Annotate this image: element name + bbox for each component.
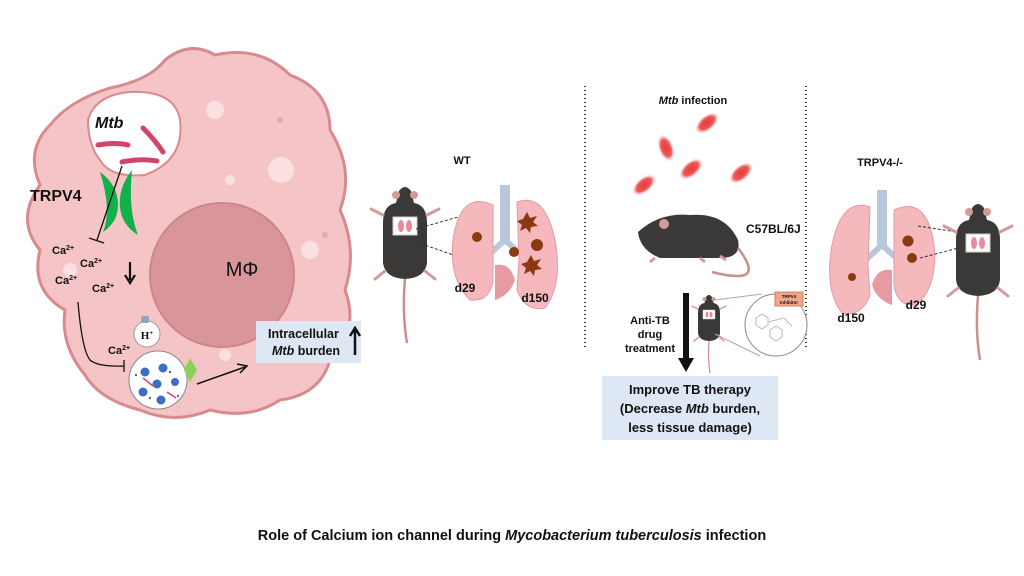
day-150-label: d150	[521, 291, 549, 305]
strain-label: C57BL/6J	[746, 222, 801, 236]
svg-text:less tissue damage): less tissue damage)	[628, 420, 752, 435]
svg-text:Intracellular: Intracellular	[268, 327, 339, 341]
lesion	[907, 253, 917, 263]
inhibition-line	[77, 301, 125, 372]
ko-label: TRPV4-/-	[857, 157, 903, 169]
svg-text:drug: drug	[638, 329, 662, 341]
day-29-label: d29	[906, 298, 927, 312]
green-marker-icon	[184, 358, 197, 382]
lesion	[472, 232, 482, 242]
inhibition-line	[88, 165, 123, 244]
lesion	[509, 247, 519, 257]
mouse-top-view-icon	[369, 185, 441, 345]
nucleus-label: MΦ	[226, 259, 259, 281]
lesion	[521, 255, 542, 276]
wt-label: WT	[453, 155, 470, 167]
treated-mouse-icon	[691, 294, 727, 374]
result-box: Improve TB therapy (Decrease Mtb burden,…	[602, 376, 778, 440]
lesion	[531, 239, 543, 251]
wt-panel: WT d29 d150	[369, 155, 557, 345]
svg-text:treatment: treatment	[625, 343, 675, 355]
svg-text:(Decrease Mtb burden,: (Decrease Mtb burden,	[620, 401, 760, 416]
mtb-label: Mtb	[95, 115, 124, 132]
arrow-icon	[196, 363, 249, 385]
nucleus	[149, 202, 295, 348]
svg-text:Ca2+: Ca2+	[55, 275, 77, 287]
figure-caption: Role of Calcium ion channel during Mycob…	[258, 528, 766, 544]
svg-text:Mtb burden: Mtb burden	[272, 344, 340, 358]
mtb-bacteria-icon	[95, 125, 166, 165]
phagosome-contents	[134, 363, 180, 405]
svg-text:TRPV4: TRPV4	[782, 294, 797, 299]
svg-text:Ca2+: Ca2+	[92, 283, 114, 295]
lesion	[517, 212, 538, 233]
center-panel: Mtb infection C57BL/6J Anti-TB drug trea…	[602, 95, 808, 440]
up-arrow-icon	[348, 325, 362, 355]
lungs-icon	[830, 190, 935, 314]
burden-box: Intracellular Mtb burden	[256, 321, 362, 363]
svg-text:Ca2+: Ca2+	[80, 258, 102, 270]
lesion	[848, 273, 856, 281]
svg-text:Ca2+: Ca2+	[52, 245, 74, 257]
trpv4-channel-icon	[100, 170, 138, 235]
mouse-side-view-icon	[638, 214, 750, 278]
chemical-structure-icon	[755, 313, 793, 342]
inhibitor-tag	[774, 291, 804, 307]
trpv4-label: TRPV4	[30, 188, 82, 205]
day-150-label: d150	[837, 311, 865, 325]
pump-icon	[141, 316, 149, 323]
svg-text:H+: H+	[141, 329, 154, 342]
svg-text:Inhibitor: Inhibitor	[780, 300, 798, 305]
svg-text:Ca2+: Ca2+	[108, 345, 130, 357]
infection-label: Mtb infection	[659, 95, 728, 107]
svg-text:Improve TB therapy: Improve TB therapy	[629, 382, 752, 397]
day-29-label: d29	[455, 281, 476, 295]
svg-text:Anti-TB: Anti-TB	[630, 315, 670, 327]
mtb-bacteria-icon	[631, 111, 754, 197]
lesion	[902, 235, 914, 247]
trpv4-ko-panel: TRPV4-/- d150 d29	[830, 157, 1014, 362]
mouse-top-view-icon	[942, 202, 1014, 362]
down-arrow-icon	[124, 262, 136, 286]
calcium-ions: Ca2+ Ca2+ Ca2+ Ca2+ Ca2+	[52, 245, 130, 357]
